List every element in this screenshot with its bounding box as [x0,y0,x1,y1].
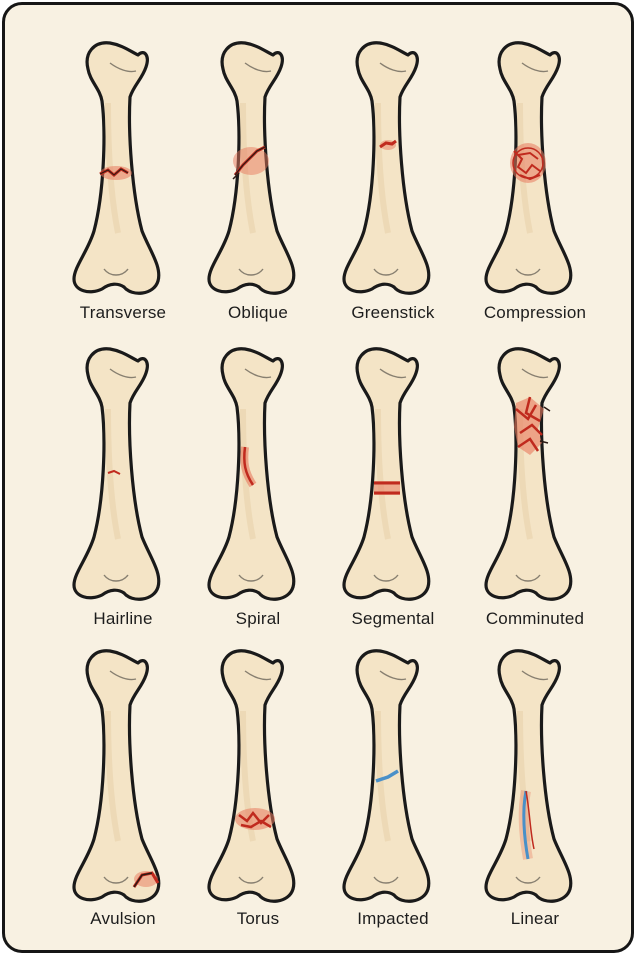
spiral-fracture-icon [183,339,333,609]
fracture-cell-segmental: Segmental [318,339,468,639]
fracture-label: Torus [183,909,333,929]
fracture-cell-linear: Linear [460,641,610,941]
fracture-cell-comminuted: Comminuted [460,339,610,639]
fracture-label: Spiral [183,609,333,629]
oblique-fracture-icon [183,33,333,303]
comminuted-fracture-icon [460,339,610,609]
fracture-label: Transverse [48,303,198,323]
fracture-cell-impacted: Impacted [318,641,468,941]
fracture-label: Segmental [318,609,468,629]
fracture-cell-oblique: Oblique [183,33,333,333]
fracture-label: Greenstick [318,303,468,323]
linear-fracture-icon [460,641,610,911]
fracture-cell-compression: Compression [460,33,610,333]
impacted-fracture-icon [318,641,468,911]
fracture-cell-spiral: Spiral [183,339,333,639]
fracture-label: Linear [460,909,610,929]
greenstick-fracture-icon [318,33,468,303]
fracture-label: Compression [460,303,610,323]
fracture-label: Comminuted [460,609,610,629]
torus-fracture-icon [183,641,333,911]
fracture-cell-avulsion: Avulsion [48,641,198,941]
compression-fracture-icon [460,33,610,303]
fracture-cell-hairline: Hairline [48,339,198,639]
fracture-label: Hairline [48,609,198,629]
fracture-label: Avulsion [48,909,198,929]
fracture-label: Oblique [183,303,333,323]
segmental-fracture-icon [318,339,468,609]
fracture-cell-greenstick: Greenstick [318,33,468,333]
fracture-cell-transverse: Transverse [48,33,198,333]
transverse-fracture-icon [48,33,198,303]
avulsion-fracture-icon [48,641,198,911]
fracture-cell-torus: Torus [183,641,333,941]
hairline-fracture-icon [48,339,198,609]
fracture-label: Impacted [318,909,468,929]
